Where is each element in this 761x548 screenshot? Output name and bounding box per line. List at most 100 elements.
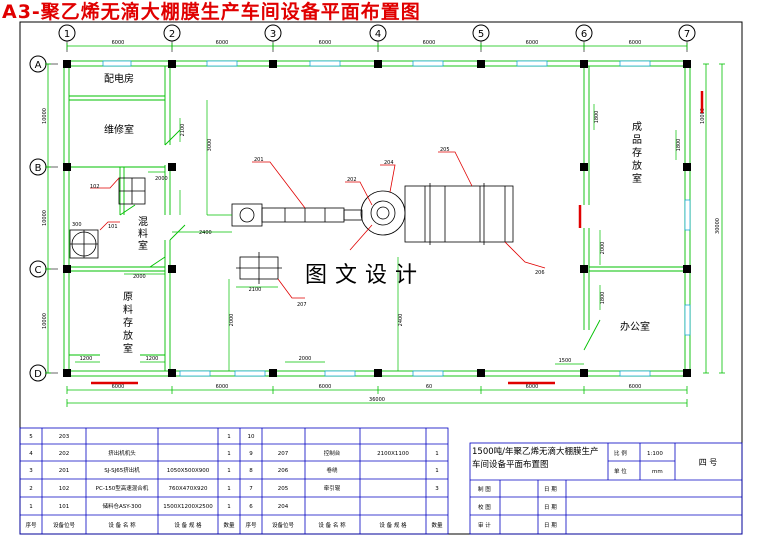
- equipment-101: [69, 229, 99, 259]
- axis-columns: 1 2 3 4 5 6 7: [58, 24, 696, 42]
- equipment-201: [231, 203, 345, 227]
- table-row: 8 206 卷绕 1: [249, 466, 439, 474]
- svg-text:放: 放: [632, 159, 642, 172]
- svg-text:挤出机机头: 挤出机机头: [108, 449, 136, 457]
- svg-text:品: 品: [632, 134, 642, 146]
- table-rows-right: 10 9 207 控制台 2100X1100 1 8 206 卷绕 1 7 20…: [248, 434, 440, 510]
- leader-206: [504, 241, 546, 269]
- table-header: 序号 设备位号 设 备 名 称 设 备 规 格 数量 序号 设备位号 设 备 名…: [25, 521, 443, 529]
- dim-misc-2000: 2000: [299, 356, 312, 362]
- doors: [91, 91, 704, 385]
- label-101: 101: [108, 224, 118, 230]
- dim-misc-2400b: 2400: [398, 314, 404, 327]
- dim-misc-1800b: 1800: [676, 139, 682, 152]
- svg-text:3: 3: [435, 486, 439, 492]
- svg-text:206: 206: [278, 468, 289, 474]
- table-row: 5 203 1: [29, 434, 231, 440]
- unit-label: 单 位: [614, 467, 627, 475]
- svg-text:数量: 数量: [431, 521, 443, 529]
- svg-text:5: 5: [29, 434, 33, 440]
- dim-misc-2000e: 2000: [155, 176, 168, 182]
- svg-text:牵引辊: 牵引辊: [324, 484, 341, 492]
- axis-leaders: [46, 41, 688, 374]
- dim-left-1: 10000: [42, 108, 48, 124]
- dim-misc-2100b: 2100: [180, 124, 186, 137]
- window: [619, 370, 651, 377]
- svg-text:1: 1: [227, 434, 231, 440]
- svg-text:1: 1: [227, 504, 231, 510]
- dim-misc-300: 300: [72, 222, 82, 228]
- svg-text:203: 203: [59, 434, 70, 440]
- left-dimension: [45, 63, 51, 374]
- leader-201: [252, 161, 306, 209]
- axis-label-7: 7: [684, 29, 690, 40]
- axis-bubble-1: 1: [58, 24, 76, 42]
- table-row: 10: [248, 434, 255, 440]
- table-row: 7 205 牵引辊 3: [249, 484, 439, 492]
- window: [412, 60, 444, 67]
- axis-bubble-7: 7: [678, 24, 696, 42]
- room-finished: 成 品 存 放 室: [632, 121, 642, 185]
- label-202: 202: [347, 177, 357, 183]
- equipment-202: [343, 190, 406, 236]
- date-label-2: 日 期: [544, 504, 557, 511]
- top-dimension: [66, 43, 688, 50]
- room-power: 配电房: [104, 72, 134, 85]
- axis-label-3: 3: [270, 29, 276, 40]
- svg-text:序号: 序号: [25, 521, 37, 529]
- svg-text:1: 1: [435, 451, 439, 457]
- right-dimension: [703, 63, 725, 374]
- table-row: 4 202 挤出机机头 1: [29, 449, 231, 457]
- dim-bottom-1: 6000: [112, 384, 125, 390]
- dim-top-6: 6000: [629, 40, 642, 46]
- svg-text:101: 101: [59, 504, 70, 510]
- axis-label-5: 5: [478, 29, 484, 40]
- table-row: 9 207 控制台 2100X1100 1: [249, 449, 439, 457]
- axis-bubble-B: B: [29, 158, 47, 176]
- svg-text:设 备 规 格: 设 备 规 格: [379, 521, 407, 529]
- window: [684, 199, 691, 231]
- label-204: 204: [384, 160, 394, 166]
- dim-bottom-2: 6000: [216, 384, 229, 390]
- axis-bubble-A: A: [29, 55, 47, 73]
- dim-misc-2100: 2100: [249, 287, 262, 293]
- svg-text:设备位号: 设备位号: [272, 521, 295, 529]
- leader-lines: [90, 151, 546, 299]
- axis-label-4: 4: [375, 29, 381, 40]
- dim-misc-1500: 1500: [559, 358, 572, 364]
- svg-text:室: 室: [123, 342, 133, 355]
- windows: [102, 60, 691, 377]
- dim-bottom-6: 6000: [629, 384, 642, 390]
- window: [412, 370, 444, 377]
- leader-101: [99, 221, 120, 231]
- svg-text:1: 1: [227, 468, 231, 474]
- svg-text:2100X1100: 2100X1100: [377, 451, 409, 457]
- drawing-title: A3-聚乙烯无滴大棚膜生产车间设备平面布置图: [2, 1, 421, 23]
- svg-text:数量: 数量: [223, 521, 235, 529]
- review-label: 审 计: [478, 521, 491, 529]
- label-206: 206: [535, 270, 545, 276]
- svg-text:设 备 名 称: 设 备 名 称: [318, 521, 346, 529]
- dim-misc-2000d: 2000: [600, 242, 606, 255]
- dim-misc-1200a: 1200: [80, 356, 93, 362]
- dim-right-total: 30000: [715, 218, 721, 234]
- label-102: 102: [90, 184, 100, 190]
- axis-bubble-C: C: [29, 260, 47, 278]
- axis-label-1: 1: [64, 29, 70, 40]
- leader-205: [438, 151, 473, 187]
- scale-label: 比 例: [614, 449, 627, 457]
- window: [102, 60, 132, 67]
- window: [516, 60, 548, 67]
- window: [234, 370, 266, 377]
- dim-top-4: 6000: [423, 40, 436, 46]
- sheet-size: 四 号: [699, 458, 718, 467]
- scale-value: 1:100: [647, 451, 663, 457]
- svg-text:1: 1: [227, 451, 231, 457]
- svg-text:204: 204: [278, 504, 289, 510]
- svg-text:卷绕: 卷绕: [326, 466, 338, 474]
- svg-text:原: 原: [123, 291, 133, 303]
- dim-left-3: 10000: [42, 313, 48, 329]
- room-mixing-c3: 室: [138, 239, 148, 252]
- svg-text:存: 存: [632, 146, 642, 159]
